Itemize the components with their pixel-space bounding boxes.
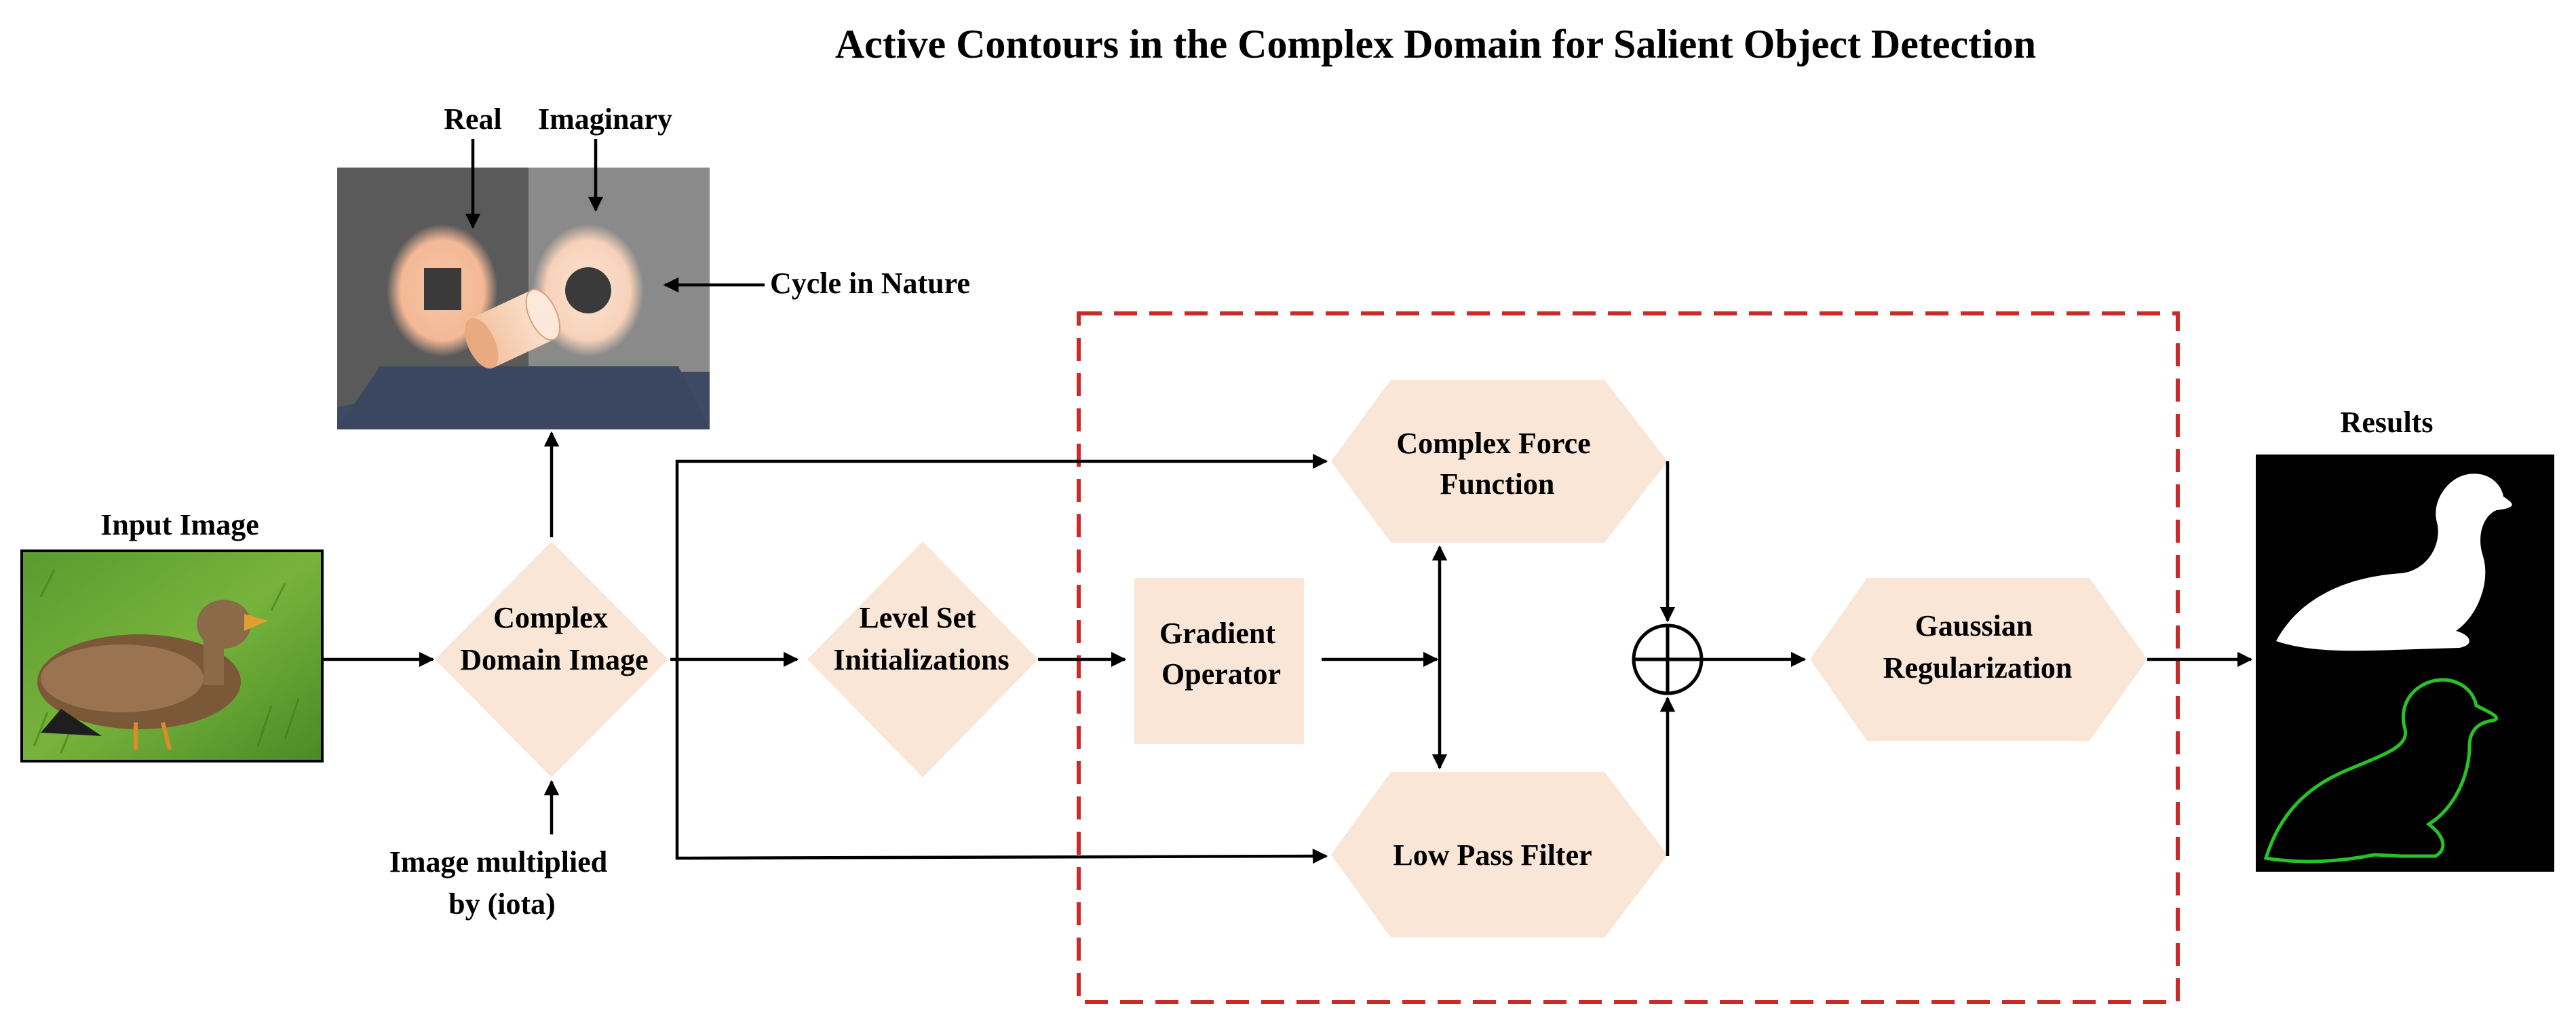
complex-domain-image-node [435,541,668,777]
complex-force-function-label-2: Function [1440,467,1555,501]
circle-plus-icon [1632,623,1704,695]
green-duck-contour [2263,678,2499,864]
image-multiplied-label-2: by (iota) [448,887,556,921]
level-set-label-2: Initializations [833,643,1009,676]
white-duck-mask [2276,474,2512,651]
gaussian-regularization-label-2: Regularization [1883,651,2073,684]
gradient-operator-node [1134,578,1304,744]
svg-text:Complex Domain Image: Complex Domain Image [460,601,648,676]
real-label: Real [444,102,502,136]
gradient-operator-label-2: Operator [1161,657,1281,691]
arrow-branch-to-lowpass [675,659,1328,864]
low-pass-filter-node [1331,772,1668,938]
processing-region-box [1077,311,2180,1004]
image-multiplied-label-1: Image multiplied [389,845,607,879]
results-label: Results [2341,406,2434,439]
complex-force-function-node [1331,380,1668,543]
connector-arrows [324,139,2253,864]
svg-text:Gaussian Regularization: Gaussian Regularization [1883,609,2073,684]
gaussian-regularization-node [1810,578,2147,741]
complex-domain-image-label-1: Complex [493,601,608,634]
complex-force-function-label-1: Complex Force [1396,427,1590,460]
level-set-label-1: Level Set [859,601,976,634]
cycle-in-nature-label: Cycle in Nature [770,267,970,300]
svg-text:Gradient Operator: Gradient Operator [1159,617,1283,691]
gradient-operator-label-1: Gradient [1159,617,1275,650]
input-image-label: Input Image [100,508,259,541]
input-image-photo [20,549,324,763]
level-set-initializations-node [807,541,1038,777]
results-panel [2256,455,2554,872]
svg-text:Complex Force Function: Complex Force Function [1396,427,1598,501]
svg-text:Level Set Initializations: Level Set Initializations [833,601,1009,676]
gaussian-regularization-label-1: Gaussian [1915,609,2033,642]
complex-domain-image-label-2: Domain Image [460,643,648,676]
imaginary-label: Imaginary [538,102,672,136]
complex-illustration [337,168,710,429]
diagram-title: Active Contours in the Complex Domain fo… [835,22,2036,66]
low-pass-filter-label: Low Pass Filter [1393,838,1592,872]
svg-text:Image multiplied by (iota): Image multiplied by (iota) [389,845,615,921]
arrow-branch-to-force [675,453,1328,659]
